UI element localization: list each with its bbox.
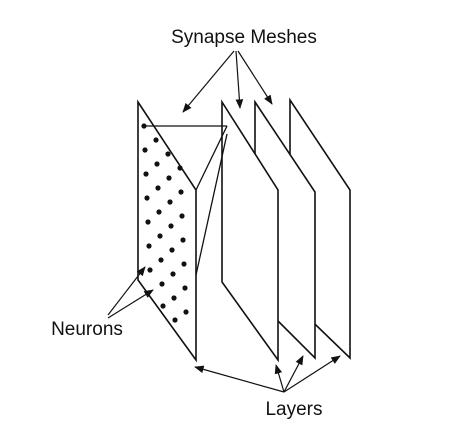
neuron-dot <box>157 233 163 239</box>
neuron-dot <box>141 123 147 129</box>
layer-plane-1 <box>137 99 197 363</box>
neuron-dot <box>167 199 173 205</box>
synapse-arrow-left <box>182 50 235 113</box>
neuron-dot <box>153 137 159 143</box>
synapse-arrow-middle <box>235 50 244 109</box>
neuron-dot <box>144 195 150 201</box>
layers-arrows <box>194 355 341 393</box>
neuron-dot <box>159 281 165 287</box>
neuron-dot <box>180 237 186 243</box>
synapse-arrow-right <box>237 50 273 105</box>
neuron-dot <box>168 223 174 229</box>
neuron-arrow-lower <box>107 289 154 319</box>
neuron-dot <box>170 271 176 277</box>
neuron-dot <box>145 219 151 225</box>
layer-arrow-middle-right <box>283 355 304 393</box>
neuron-dot <box>166 175 172 181</box>
neuron-dot <box>156 209 162 215</box>
neuron-dot <box>178 189 184 195</box>
neuron-dot <box>146 243 152 249</box>
neuron-dot <box>154 161 160 167</box>
neurons-label: Neurons <box>51 319 123 340</box>
neuron-dot <box>169 247 175 253</box>
neuron-dot <box>181 261 187 267</box>
neuron-dot <box>147 267 153 273</box>
neuron-dot <box>182 285 188 291</box>
neurons-arrows <box>107 266 154 319</box>
layer-arrow-middle-left <box>274 364 285 393</box>
synapse-meshes-label: Synapse Meshes <box>171 27 317 48</box>
neuron-dot <box>160 303 166 309</box>
mesh-line-diagonal-1 <box>195 125 228 191</box>
neuron-dot <box>165 151 171 157</box>
neuron-dot <box>179 213 185 219</box>
neuron-dot <box>142 147 148 153</box>
layer-arrow-left <box>194 365 285 393</box>
neuron-dot <box>143 171 149 177</box>
synapse-mesh-lines <box>142 125 228 276</box>
neuron-dot <box>177 165 183 171</box>
neuron-dot <box>171 295 177 301</box>
neuron-dot <box>158 257 164 263</box>
layer-arrow-right <box>283 355 341 393</box>
neuron-dot <box>183 309 189 315</box>
synapse-meshes-arrows <box>182 50 273 113</box>
layer-plane-2 <box>221 99 279 363</box>
layers-label: Layers <box>265 399 322 420</box>
neuron-dot <box>155 185 161 191</box>
neuron-dots <box>141 123 189 323</box>
mesh-line-diagonal-2 <box>195 133 228 276</box>
neuron-dot <box>172 317 178 323</box>
neuron-arrow-upper <box>107 266 146 316</box>
